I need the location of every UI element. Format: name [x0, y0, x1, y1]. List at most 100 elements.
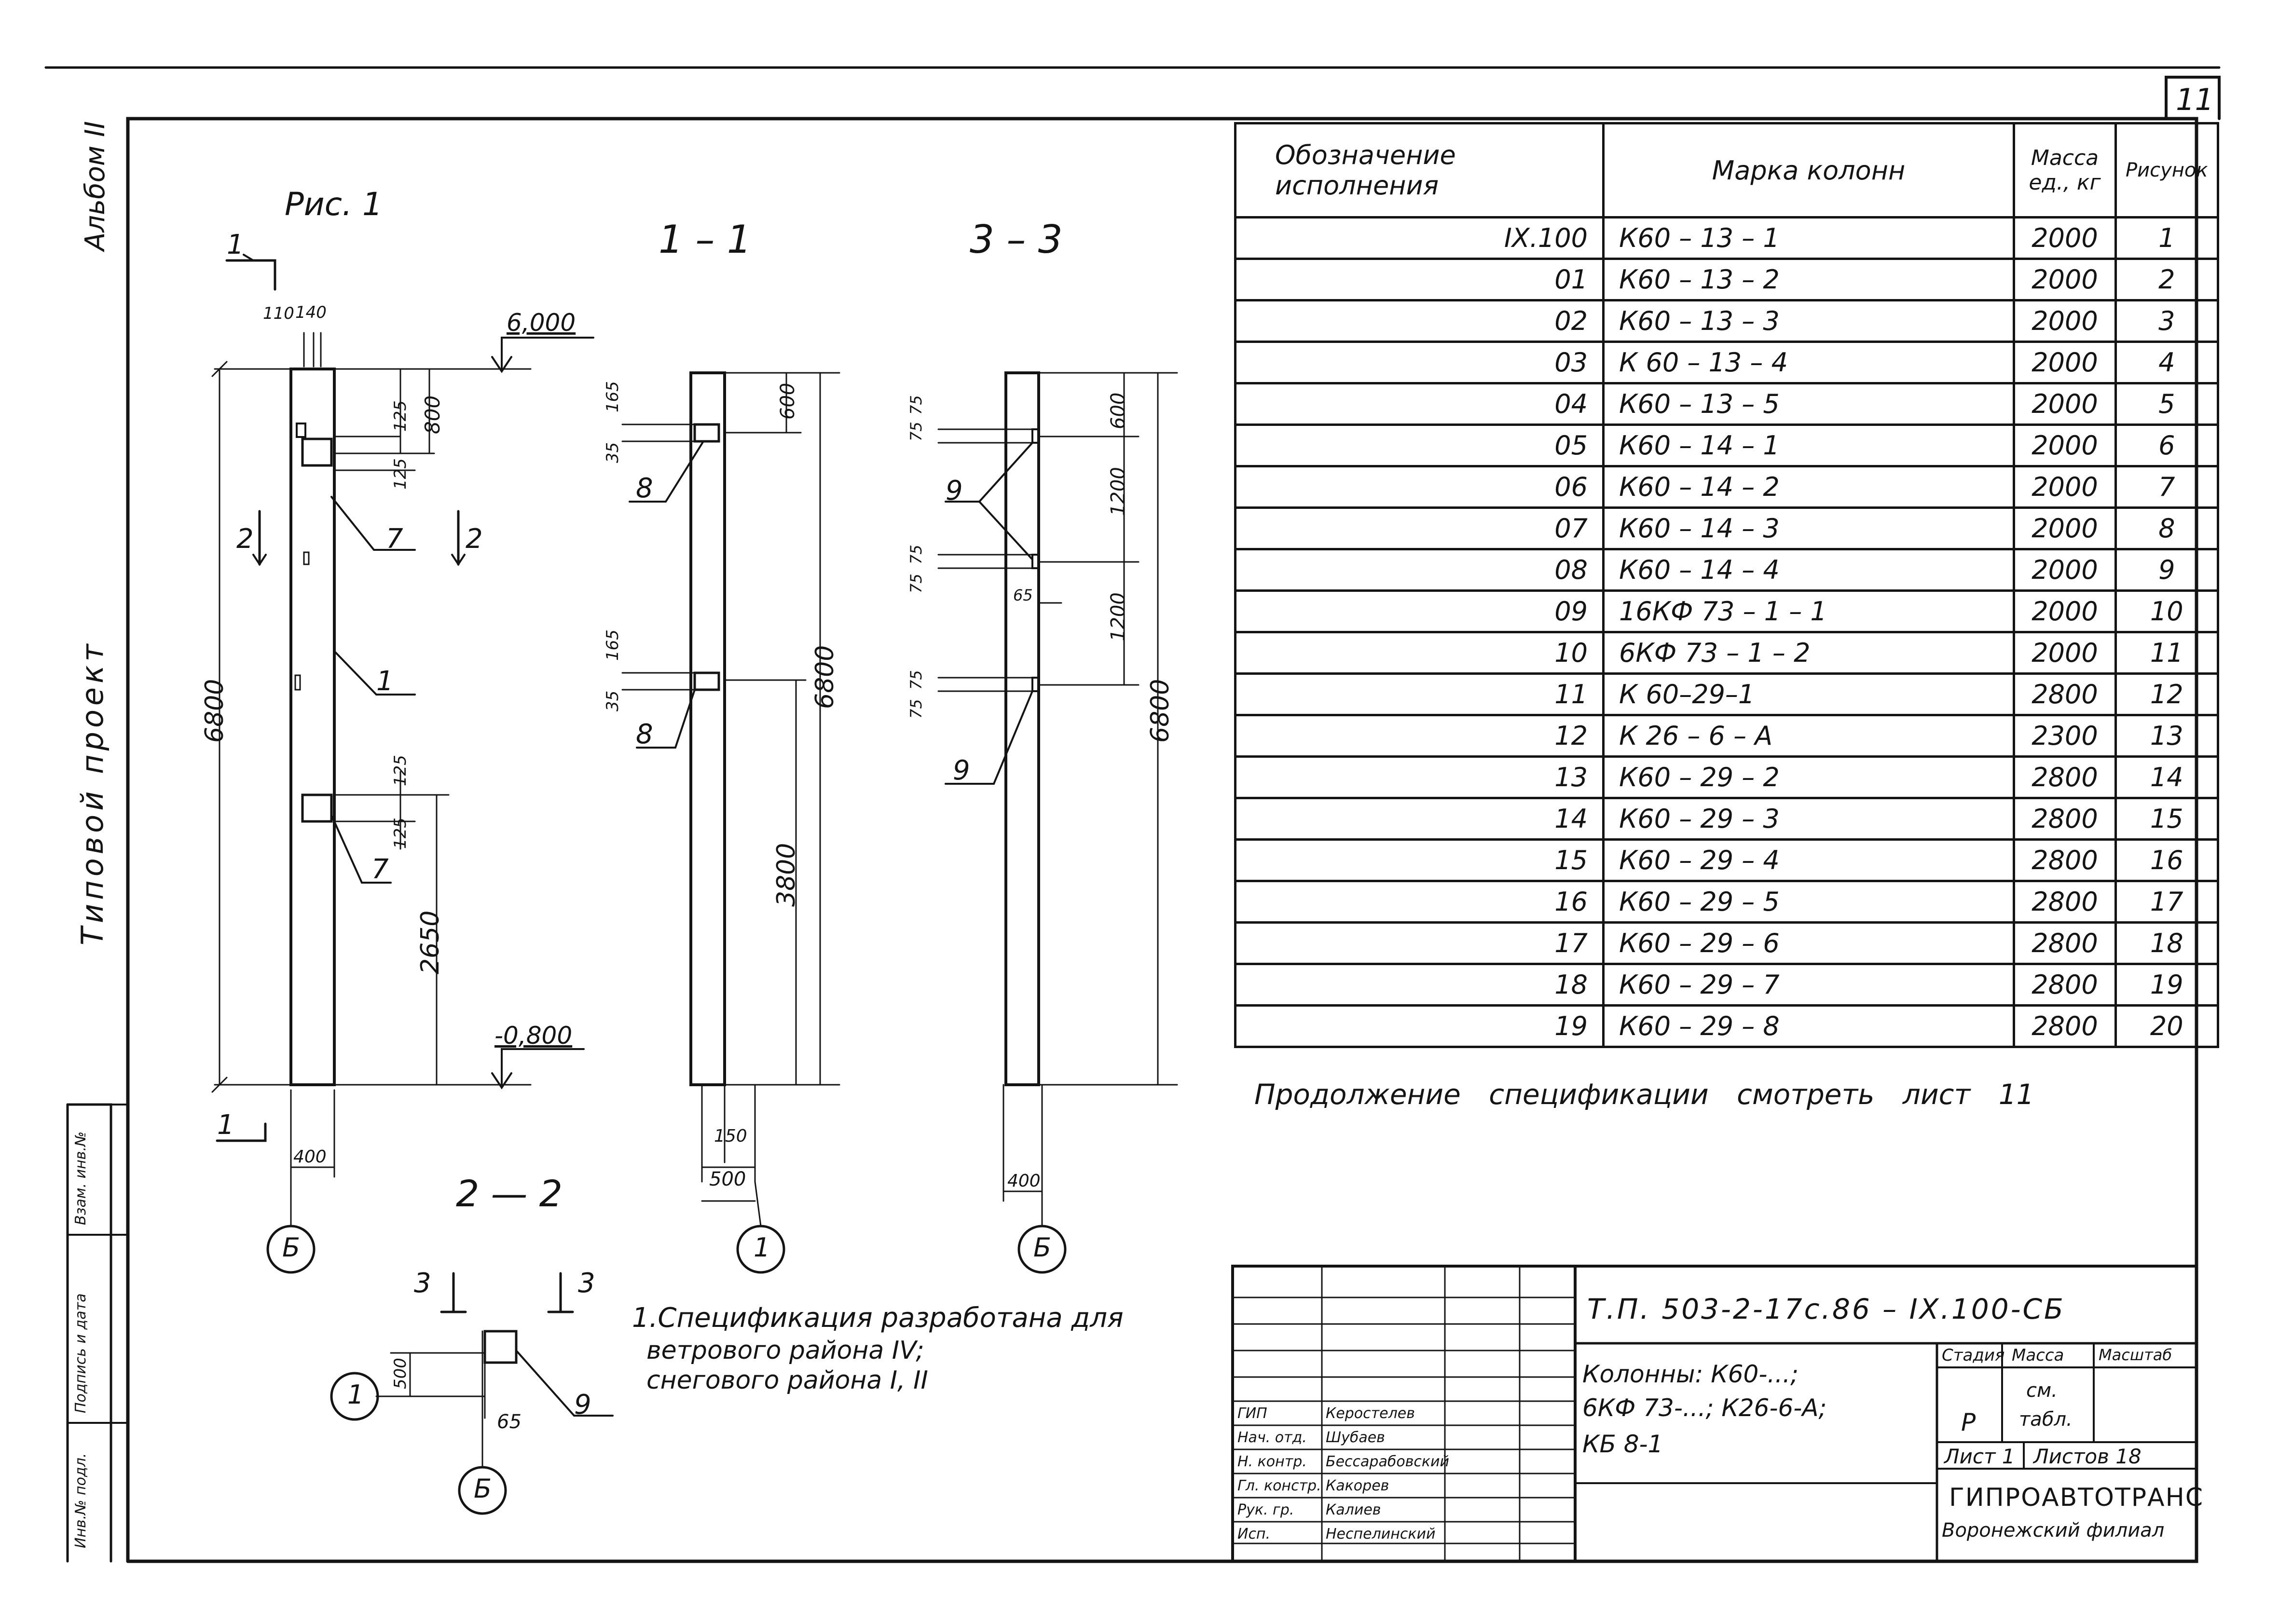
- spec-cell-mass: 2800: [2013, 838, 2117, 882]
- spec-cell-figure: 9: [2114, 548, 2219, 592]
- sheet-number: 11: [2176, 82, 2214, 117]
- spec-cell-mark: К 60 – 13 – 4: [1602, 341, 2015, 384]
- signature-name: Бессарабовский: [1326, 1453, 1449, 1470]
- spec-cell-designation: 01: [1234, 258, 1605, 301]
- spec-cell-mass: 2000: [2013, 589, 2117, 633]
- spec-cell-designation: 10: [1234, 631, 1605, 675]
- spec-cell-mass: 2800: [2013, 963, 2117, 1007]
- dim-600-s11: 600: [777, 382, 799, 420]
- tb-mass-value-2: табл.: [2019, 1408, 2073, 1431]
- callout-7-top: 7: [386, 523, 403, 555]
- signature-name: Неспелинский: [1326, 1526, 1436, 1542]
- spec-cell-mass: 2000: [2013, 465, 2117, 509]
- spec-cell-figure: 20: [2114, 1004, 2219, 1048]
- signature-name: Калиев: [1326, 1501, 1381, 1518]
- spec-cell-mark: 6КФ 73 – 1 – 2: [1602, 631, 2015, 675]
- tb-scale-header: Масштаб: [2099, 1346, 2172, 1364]
- specification-table: Обозначение исполнения Марка колонн Масс…: [1234, 122, 2219, 1048]
- spec-header-row: Обозначение исполнения Марка колонн Масс…: [1234, 122, 2219, 218]
- spec-cell-mark: К 60–29–1: [1602, 672, 2015, 716]
- section-mark-1-bottom: 1: [217, 1109, 234, 1141]
- signature-role: Нач. отд.: [1237, 1429, 1307, 1446]
- signature-role: Гл. констр.: [1237, 1477, 1321, 1494]
- dim-6800-s33: 6800: [1146, 679, 1175, 743]
- spec-cell-mass: 2800: [2013, 797, 2117, 841]
- note-line-3: снегового района I, II: [646, 1366, 928, 1395]
- spec-cell-figure: 16: [2114, 838, 2219, 882]
- signature-role: Рук. гр.: [1237, 1501, 1294, 1518]
- tb-org-name: ГИПРОАВТОТРАНС: [1949, 1483, 2204, 1512]
- axis-label-s33: Б: [1033, 1232, 1052, 1263]
- spec-cell-figure: 11: [2114, 631, 2219, 675]
- callout-8-bottom: 8: [636, 719, 653, 750]
- tb-code: Т.П. 503-2-17с.86 – IX.100-СБ: [1587, 1293, 2065, 1325]
- spec-cell-mass: 2800: [2013, 672, 2117, 716]
- section-title-2-2: 2 — 2: [456, 1172, 563, 1215]
- section-mark-2-right: 2: [466, 523, 483, 555]
- dim-6800-s11: 6800: [810, 645, 839, 709]
- signature-role: ГИП: [1237, 1405, 1267, 1422]
- figure-label: Рис. 1: [285, 186, 383, 223]
- dim-75-c: 75: [907, 573, 925, 593]
- spec-cell-figure: 17: [2114, 880, 2219, 924]
- signature-name: Какорев: [1326, 1477, 1389, 1494]
- tb-stage-value: Р: [1961, 1408, 1976, 1436]
- spec-cell-mark: К60 – 14 – 2: [1602, 465, 2015, 509]
- spec-header-mark: Марка колонн: [1602, 122, 2015, 218]
- dim-125-c: 125: [391, 755, 410, 786]
- spec-cell-mark: К60 – 29 – 7: [1602, 963, 2015, 1007]
- dim-165-b: 165: [603, 629, 622, 661]
- spec-cell-mark: К60 – 13 – 3: [1602, 299, 2015, 343]
- spec-cell-mark: К60 – 13 – 1: [1602, 216, 2015, 260]
- spec-cell-designation: 15: [1234, 838, 1605, 882]
- section-mark-1-top: 1: [227, 229, 244, 260]
- spec-cell-figure: 19: [2114, 963, 2219, 1007]
- spec-cell-mass: 2800: [2013, 880, 2117, 924]
- signature-role: Исп.: [1237, 1526, 1271, 1542]
- spec-cell-figure: 10: [2114, 589, 2219, 633]
- spec-cell-figure: 12: [2114, 672, 2219, 716]
- spec-cell-mark: К60 – 29 – 5: [1602, 880, 2015, 924]
- tb-org-branch: Воронежский филиал: [1942, 1519, 2165, 1542]
- section-mark-3-left: 3: [414, 1268, 431, 1299]
- spec-cell-mark: К 26 – 6 – А: [1602, 714, 2015, 758]
- dim-500-s11: 500: [709, 1168, 746, 1190]
- stamp-replace-label: Взам. инв.№: [72, 1131, 89, 1225]
- spec-cell-mark: К60 – 29 – 8: [1602, 1004, 2015, 1048]
- spec-cell-mass: 2800: [2013, 1004, 2117, 1048]
- dim-75-d: 75: [907, 545, 925, 564]
- spec-cell-mark: К60 – 29 – 6: [1602, 921, 2015, 965]
- section-mark-3-right: 3: [578, 1268, 595, 1299]
- spec-cell-mass: 2000: [2013, 548, 2117, 592]
- spec-cell-designation: 07: [1234, 506, 1605, 550]
- callout-9-plan: 9: [574, 1389, 591, 1420]
- spec-cell-designation: 12: [1234, 714, 1605, 758]
- tb-desc-2: 6КФ 73-...; К26-6-А;: [1582, 1394, 1827, 1422]
- section-title-3-3: 3 – 3: [970, 217, 1063, 262]
- dim-125-a: 125: [391, 400, 410, 432]
- spec-header-mass: Масса ед., кг: [2013, 122, 2117, 218]
- spec-cell-figure: 14: [2114, 755, 2219, 799]
- spec-cell-mass: 2800: [2013, 921, 2117, 965]
- tb-desc-1: Колонны: К60-...;: [1582, 1360, 1798, 1388]
- spec-cell-designation: 13: [1234, 755, 1605, 799]
- spec-cell-mass: 2000: [2013, 258, 2117, 301]
- spec-cell-figure: 13: [2114, 714, 2219, 758]
- spec-cell-designation: 05: [1234, 423, 1605, 467]
- spec-header-designation: Обозначение исполнения: [1234, 122, 1605, 218]
- dim-75-b: 75: [907, 395, 925, 415]
- callout-9-top: 9: [946, 475, 963, 506]
- axis-label-s11: 1: [754, 1232, 770, 1263]
- axis-label-s22-left: 1: [347, 1379, 364, 1410]
- spec-cell-mass: 2800: [2013, 755, 2117, 799]
